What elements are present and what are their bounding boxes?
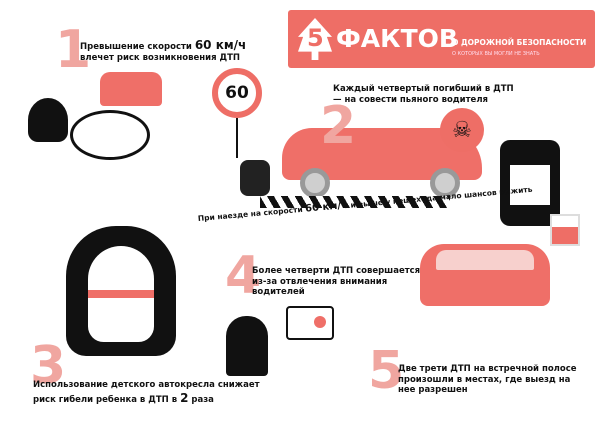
crosswalk-illustration [260,196,450,208]
bottle-label [510,165,550,205]
header-number: 5 [307,24,324,52]
fact-1-text: Превышение скорости 60 км/ч влечет риск … [80,38,247,63]
pedestrian-illustration [240,160,270,196]
sign-pole [236,118,238,158]
header-title: ФАКТОВ [336,24,458,53]
fact-3-text: Использование детского автокресла снижае… [33,380,260,405]
fact-5-text: Две трети ДТП на встречной полосе произо… [398,364,577,396]
car-wheel-front [300,168,330,198]
car-wheel-rear [430,168,460,198]
fact-4-text: Более четверти ДТП совершается из-за отв… [252,266,421,298]
fact-number-2: 2 [320,96,357,156]
skull-icon: ☠ [440,108,484,152]
tablet-illustration [286,306,334,340]
glass-illustration [550,214,580,246]
seat-belt [88,290,154,298]
fact-number-3: 3 [30,336,67,396]
header-banner: 5 ФАКТОВ О ДОРОЖНОЙ БЕЗОПАСНОСТИ О КОТОР… [288,10,595,68]
car-rear-window [436,250,534,270]
speed-limit-sign: 60 [212,68,262,118]
steering-wheel-illustration [70,110,150,160]
fact-number-4: 4 [225,246,262,306]
distracted-driver-illustration [226,316,268,376]
header-tagline: О КОТОРЫХ ВЫ МОГЛИ НЕ ЗНАТЬ [452,51,540,57]
speed-limit-value: 60 [225,83,249,103]
driver-illustration [28,98,68,142]
fact-number-1: 1 [55,20,92,80]
header-subtitle: О ДОРОЖНОЙ БЕЗОПАСНОСТИ [452,38,587,47]
fact-number-5: 5 [368,341,405,401]
tablet-button [314,316,326,328]
fact-2-text: Каждый четвертый погибший в ДТП — на сов… [333,84,514,105]
car-front-illustration [100,72,162,106]
